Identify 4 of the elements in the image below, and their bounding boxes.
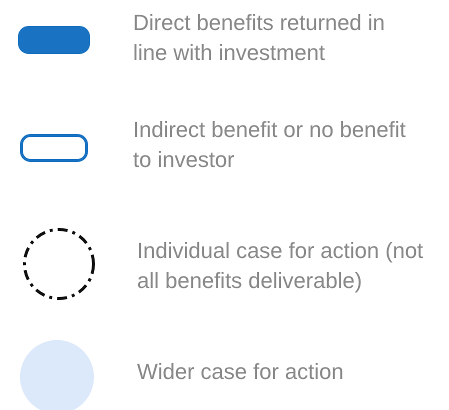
legend-text: Direct benefits returned in line with investment [133,9,386,67]
legend-text: Individual case for action (not all benefits deliverable) [137,237,424,295]
legend-text: Wider case for action [137,358,345,386]
legend-text: Indirect benefit or no benefit to investor [133,116,407,174]
